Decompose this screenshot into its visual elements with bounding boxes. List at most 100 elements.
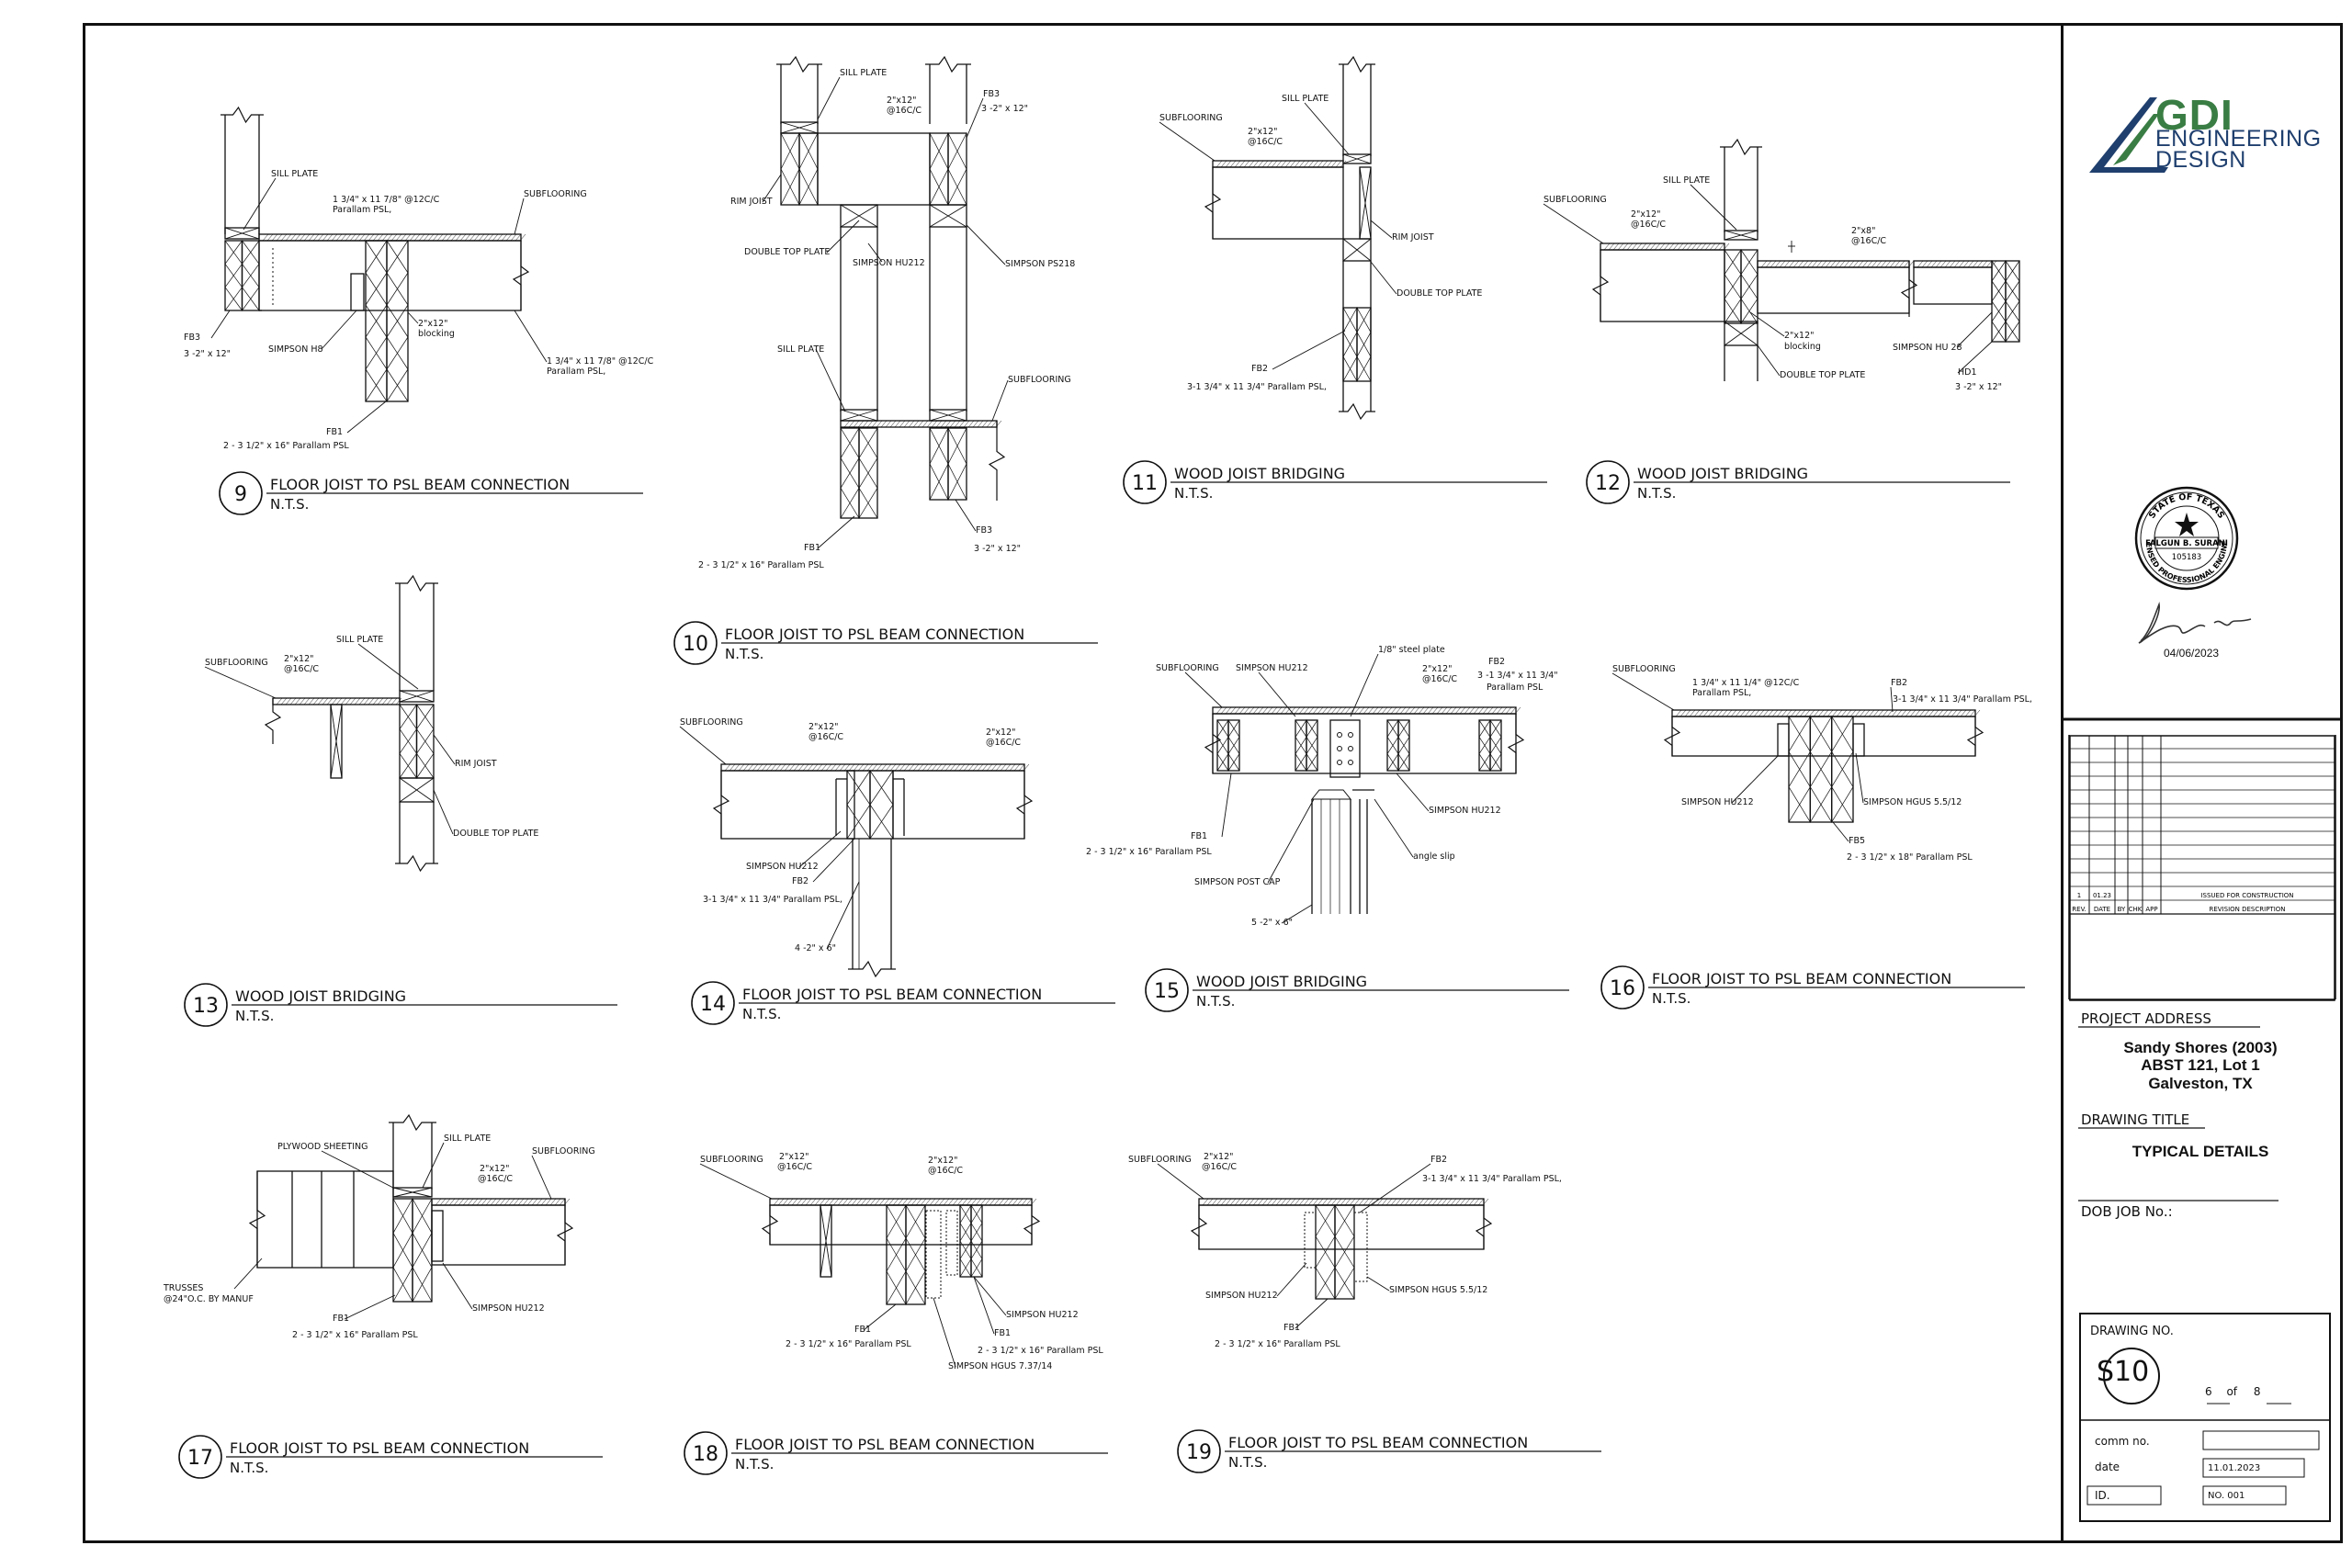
detail-label: 2 - 3 1/2" x 16" Parallam PSL	[786, 1339, 911, 1349]
line	[1261, 160, 1269, 168]
line	[1220, 706, 1227, 715]
line	[335, 697, 343, 705]
sill-plate	[1724, 230, 1758, 241]
line	[242, 240, 260, 265]
line	[1724, 299, 1742, 324]
line	[1543, 203, 1604, 244]
rim-joist	[1359, 166, 1372, 240]
line	[784, 763, 791, 772]
line	[499, 1198, 506, 1206]
detail-label: SIMPSON HU212	[1205, 1291, 1278, 1301]
detail-title: FLOOR JOIST TO PSL BEAM CONNECTION	[270, 476, 570, 493]
line	[762, 174, 782, 203]
line	[496, 233, 503, 242]
line	[1229, 160, 1237, 168]
line	[1459, 706, 1466, 715]
line	[441, 233, 448, 242]
line	[1307, 706, 1315, 715]
member	[817, 132, 931, 206]
line	[1275, 160, 1283, 168]
detail-label: 3 -2" x 12"	[1955, 382, 2002, 392]
line	[1317, 160, 1324, 168]
line	[975, 1198, 982, 1206]
line	[1376, 1198, 1384, 1206]
line	[1227, 753, 1240, 772]
line	[1926, 260, 1933, 268]
line	[878, 1198, 886, 1206]
line	[2005, 280, 2020, 302]
line	[944, 763, 952, 772]
hanger-hgus	[1353, 1212, 1368, 1282]
line	[467, 1198, 474, 1206]
line	[1431, 1198, 1439, 1206]
line	[242, 287, 260, 311]
line	[1831, 716, 1854, 752]
joist-hanger-0	[1216, 719, 1240, 772]
line	[973, 1276, 1007, 1316]
member	[1342, 153, 1372, 164]
line	[1677, 243, 1684, 251]
line	[1681, 243, 1689, 251]
member	[1724, 321, 1758, 346]
line	[991, 379, 1009, 422]
line	[1626, 243, 1634, 251]
line	[1813, 709, 1820, 717]
detail-label: blocking	[418, 329, 455, 339]
detail-label: SUBFLOORING	[1156, 663, 1219, 673]
line	[944, 420, 952, 428]
line	[1284, 160, 1292, 168]
line	[1385, 1198, 1393, 1206]
line	[798, 132, 819, 170]
member	[929, 204, 967, 228]
double-top-plate	[399, 777, 435, 803]
line	[1385, 706, 1393, 715]
line	[1413, 1198, 1420, 1206]
line	[1477, 706, 1485, 715]
line	[993, 1198, 1001, 1206]
break-line	[1339, 402, 1375, 421]
line	[289, 233, 297, 242]
detail-label: 2"x12"	[1204, 1152, 1234, 1162]
line	[931, 420, 938, 428]
line	[742, 763, 750, 772]
line	[422, 1142, 445, 1189]
line	[233, 1258, 263, 1290]
line	[929, 463, 949, 501]
line	[871, 420, 878, 428]
line	[494, 1198, 502, 1206]
line	[1289, 1198, 1296, 1206]
line	[699, 1163, 773, 1200]
line	[952, 1198, 959, 1206]
line	[1386, 753, 1399, 772]
detail-label: Parallam PSL,	[333, 205, 391, 215]
line	[1478, 737, 1491, 754]
line	[959, 1204, 972, 1224]
line	[1739, 709, 1747, 717]
line	[1810, 786, 1832, 823]
break-line	[712, 771, 730, 839]
fb2-beam	[1342, 307, 1372, 382]
detail-label: 2 - 3 1/2" x 16" Parallam PSL	[978, 1346, 1103, 1356]
line	[1740, 299, 1758, 324]
line	[1363, 1198, 1370, 1206]
line	[1257, 160, 1264, 168]
line	[899, 420, 906, 428]
line	[963, 763, 970, 772]
member	[399, 690, 435, 703]
detail-label: @16C/C	[777, 1162, 812, 1172]
line	[386, 233, 393, 242]
line	[858, 457, 878, 489]
line	[1252, 1198, 1260, 1206]
seal-name: FALGUN B. SURANI	[2145, 539, 2228, 548]
detail-label: SILL PLATE	[444, 1134, 491, 1144]
line	[903, 420, 910, 428]
line	[1397, 737, 1410, 754]
line	[1489, 737, 1502, 754]
line	[317, 697, 324, 705]
hanger-hu212	[1304, 1212, 1317, 1269]
line	[1289, 706, 1296, 715]
line	[1370, 261, 1397, 295]
detail-title: WOOD JOIST BRIDGING	[1637, 465, 1808, 482]
